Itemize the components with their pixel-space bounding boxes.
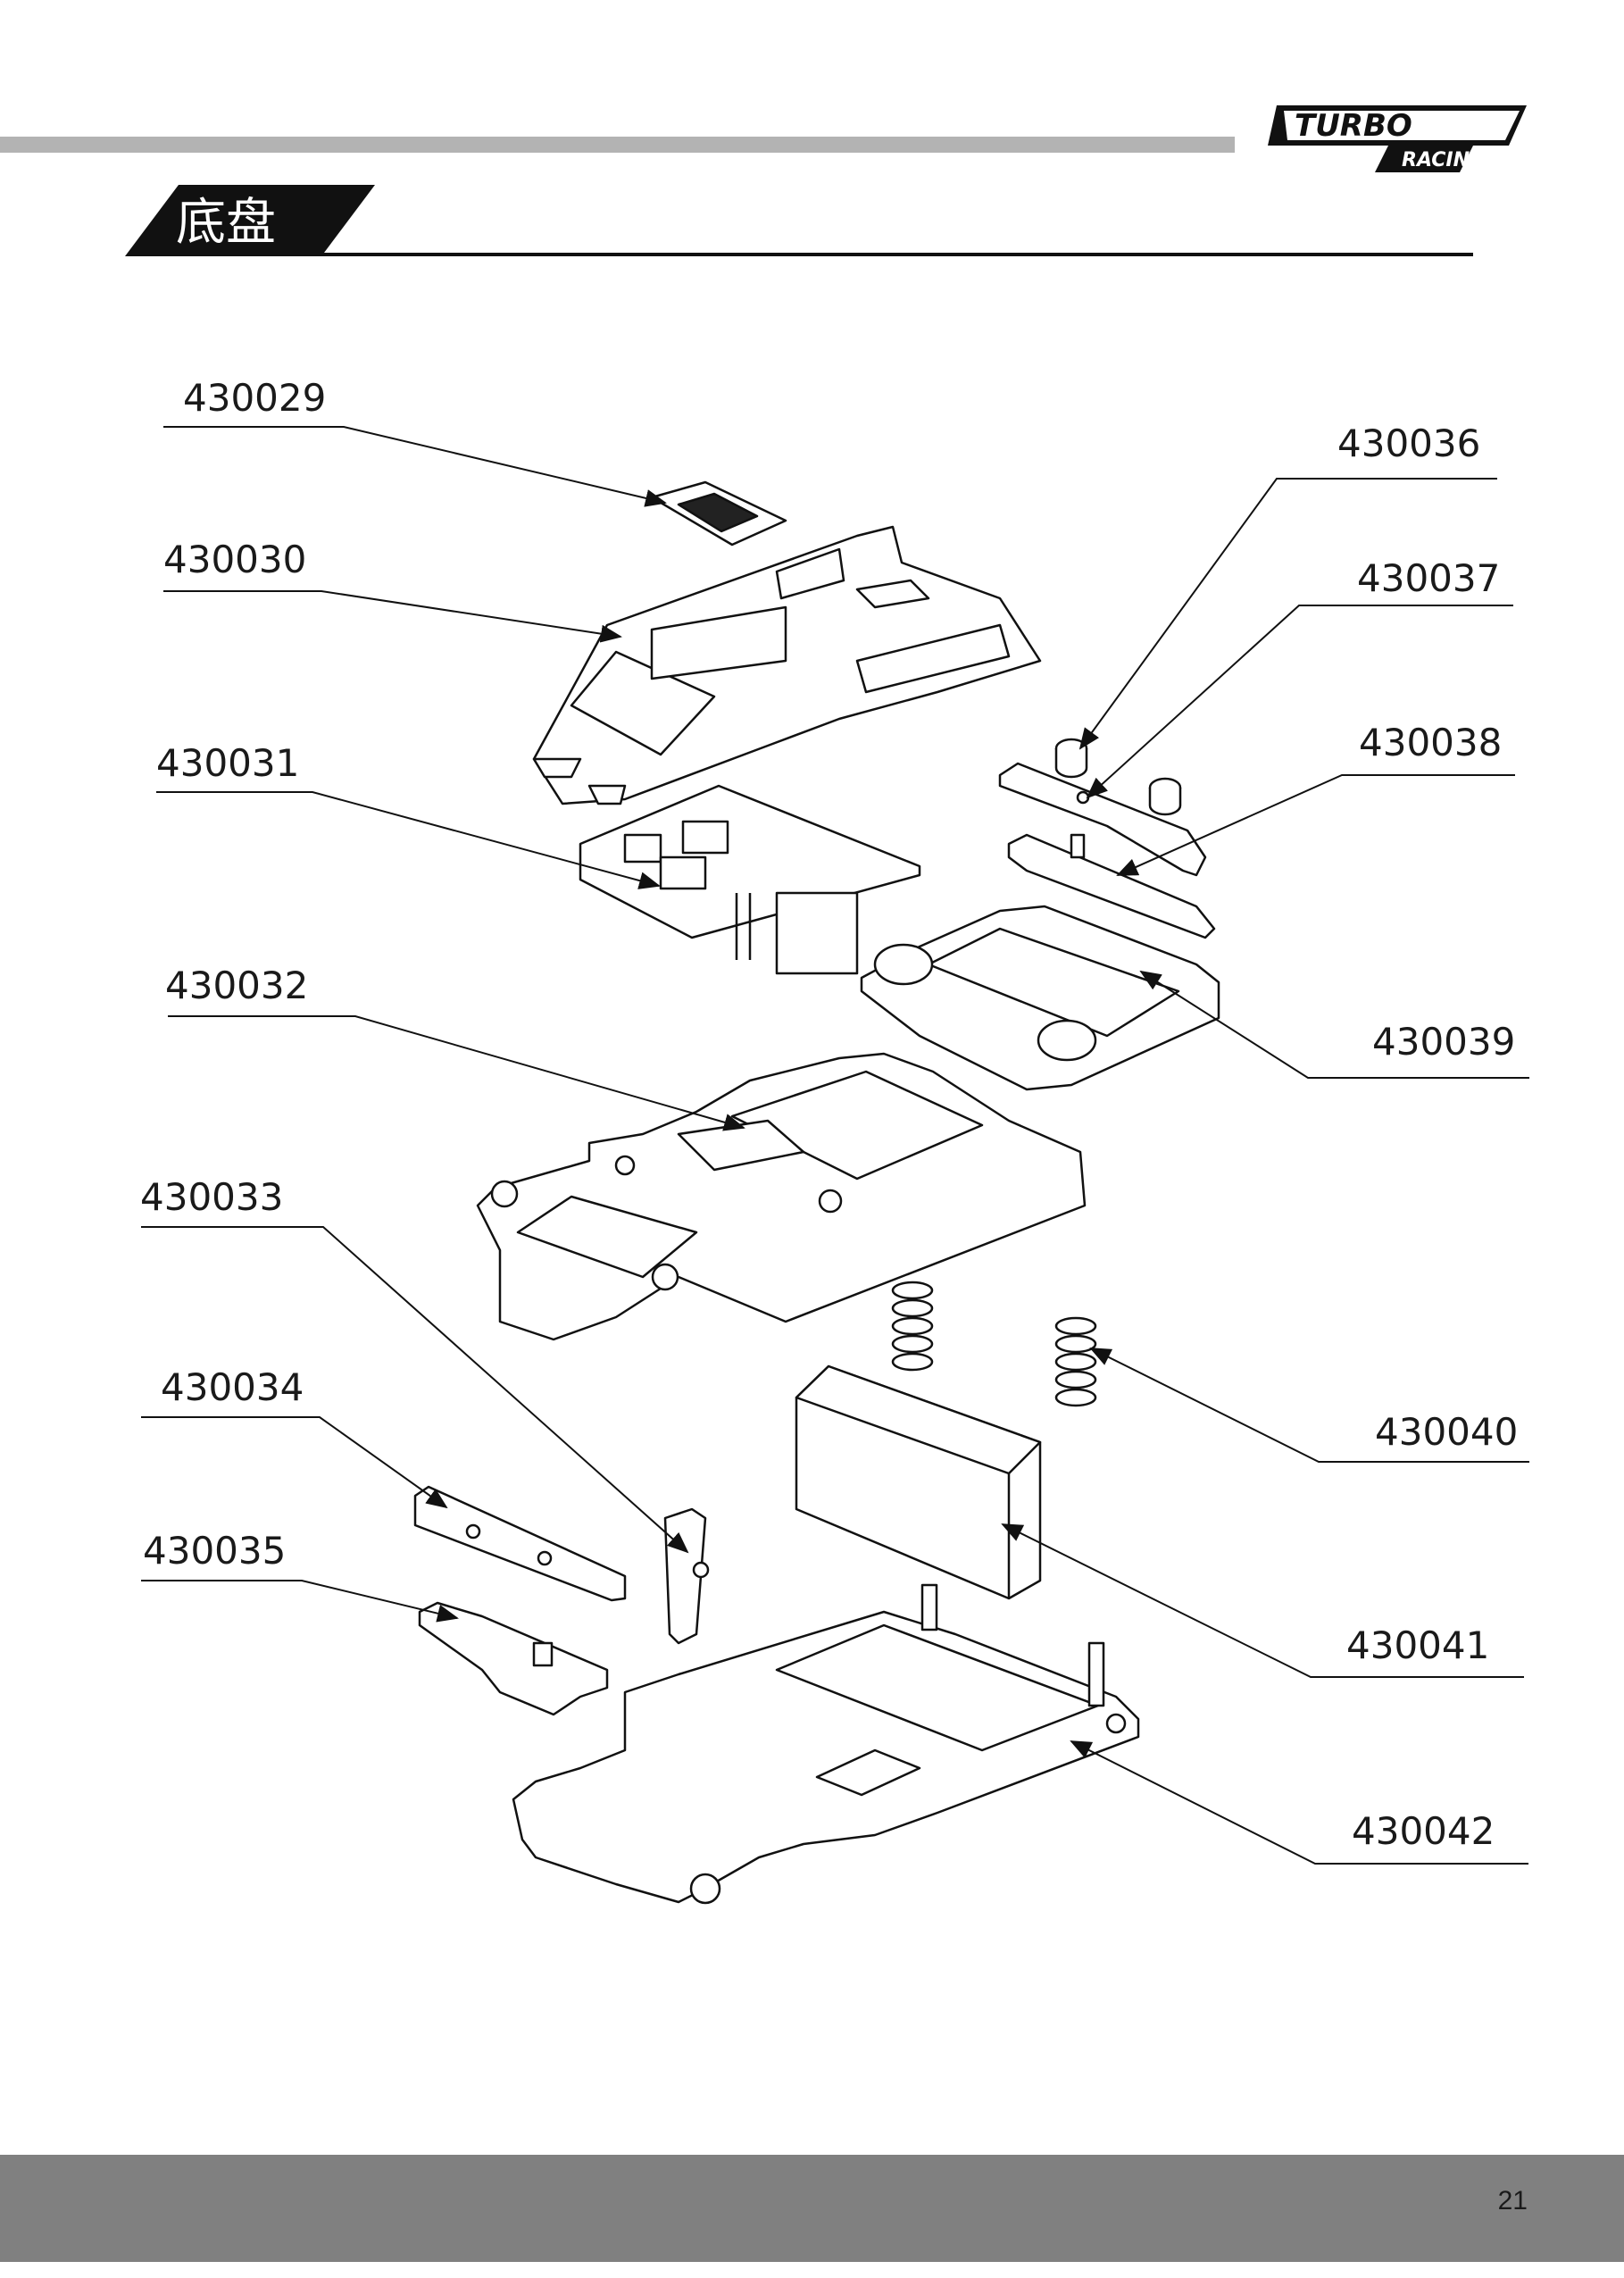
part-label-430030: 430030 — [163, 538, 307, 581]
part-label-430037: 430037 — [1357, 556, 1501, 600]
part-430035-bracket — [418, 1601, 609, 1716]
part-label-430031: 430031 — [156, 741, 300, 785]
part-label-430042: 430042 — [1352, 1809, 1495, 1853]
part-label-430041: 430041 — [1346, 1623, 1490, 1667]
svg-text:TURBO: TURBO — [1295, 108, 1412, 144]
part-430031-board — [579, 784, 921, 975]
section-title: 底盘 — [176, 194, 276, 252]
part-430034-plate — [413, 1485, 627, 1602]
part-430037-plate — [998, 762, 1207, 877]
part-430038-plate — [1007, 833, 1216, 939]
part-label-430032: 430032 — [165, 964, 309, 1007]
part-label-430038: 430038 — [1359, 721, 1503, 764]
footer-bar — [0, 2155, 1624, 2262]
part-430040-springs — [891, 1281, 1097, 1407]
page-number: 21 — [1497, 2186, 1528, 2215]
part-label-430039: 430039 — [1372, 1020, 1516, 1064]
part-430032-frame — [476, 1052, 1087, 1341]
part-label-430040: 430040 — [1375, 1410, 1519, 1454]
part-label-430034: 430034 — [161, 1365, 304, 1409]
part-label-430035: 430035 — [143, 1529, 287, 1573]
part-430033-latch — [663, 1507, 710, 1645]
header-divider-bar — [0, 137, 1235, 153]
part-430036-spacer — [1054, 738, 1182, 816]
part-430041-battery — [795, 1364, 1042, 1600]
part-label-430033: 430033 — [140, 1175, 284, 1219]
part-430039-bay — [860, 905, 1220, 1091]
part-label-430029: 430029 — [183, 376, 327, 420]
turbo-racing-logo: TURBO RACING — [1268, 105, 1527, 172]
svg-text:RACING: RACING — [1402, 149, 1486, 171]
part-430029-badge — [650, 480, 787, 547]
part-430042-base — [512, 1583, 1140, 1905]
part-430030-cover — [532, 525, 1042, 805]
title-banner — [125, 185, 1473, 256]
part-label-430036: 430036 — [1337, 421, 1481, 465]
